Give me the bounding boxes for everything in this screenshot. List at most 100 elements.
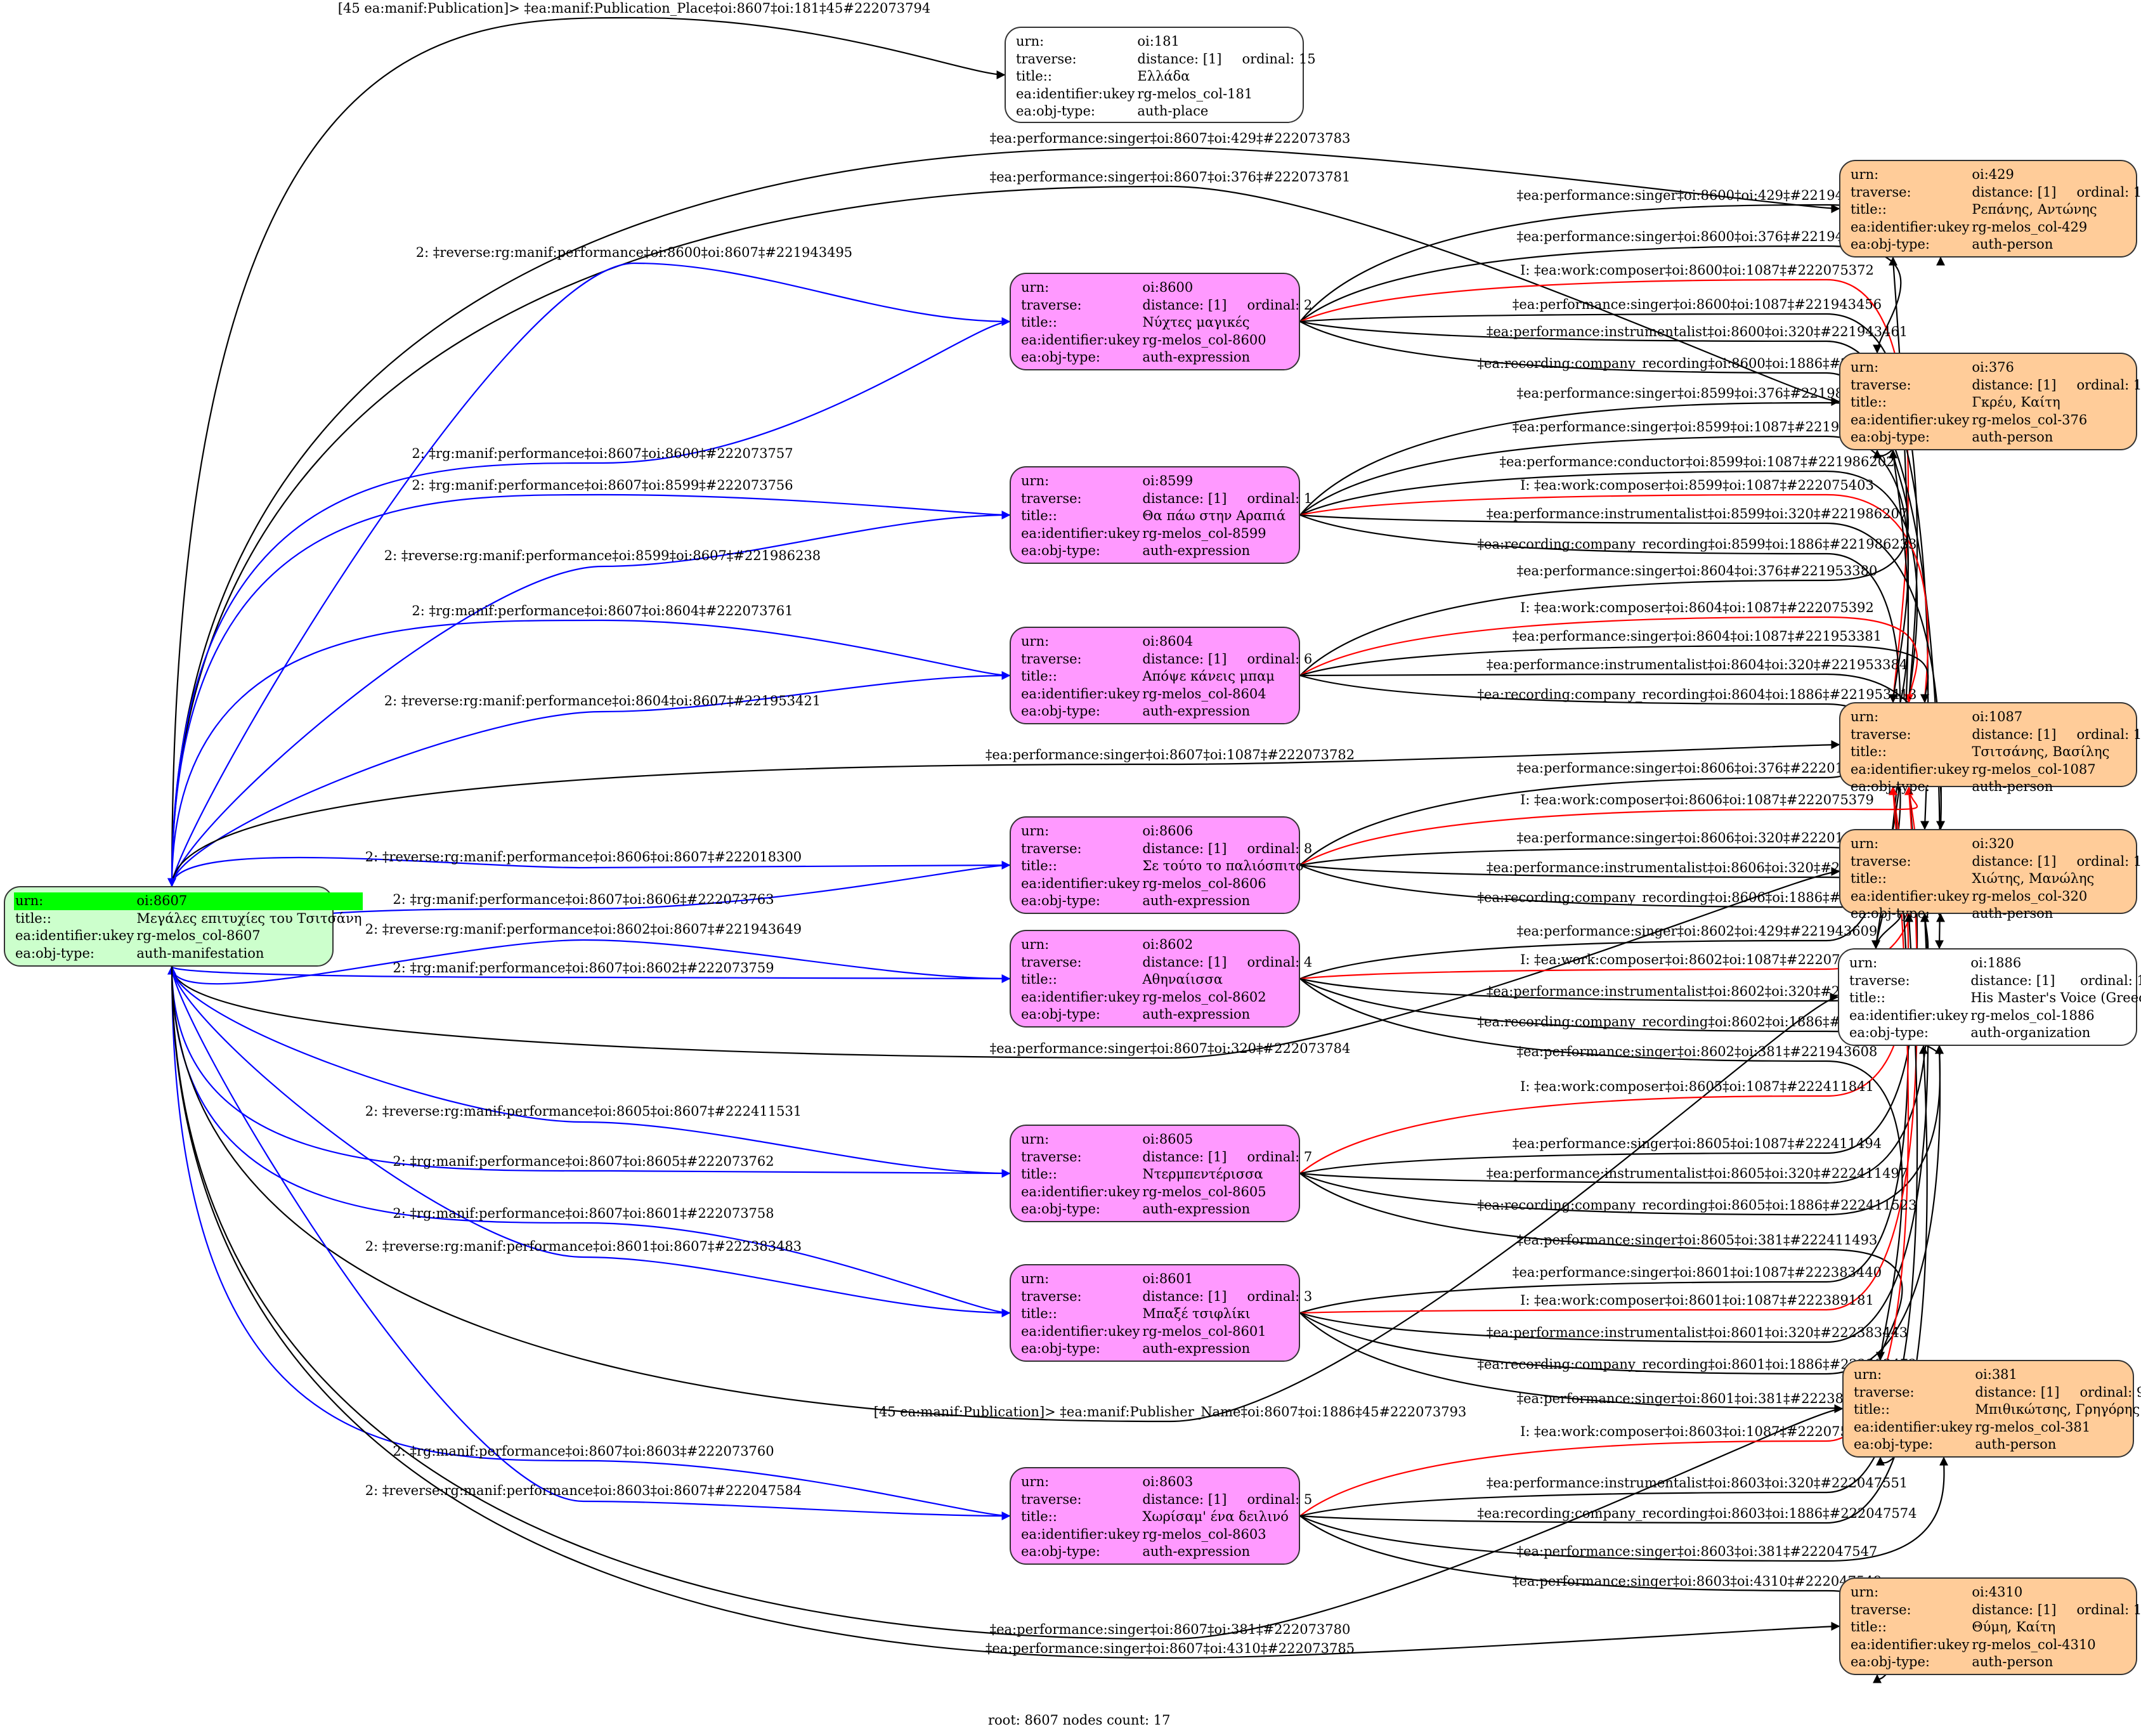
field-label-objtype: ea:obj-type: <box>1021 1007 1100 1022</box>
edge-8600-to-1087[interactable] <box>1299 313 1918 703</box>
edge-8607-to-429[interactable] <box>171 147 1840 887</box>
edge-label: ‡ea:performance:instrumentalist‡oi:8600‡… <box>1487 324 1908 339</box>
field-label-objtype: ea:obj-type: <box>1021 1341 1100 1356</box>
field-label-title: title:: <box>1021 508 1057 523</box>
field-label-urn: urn: <box>14 892 136 910</box>
edge-8607-to-320[interactable] <box>171 867 1840 1059</box>
field-label-objtype: ea:obj-type: <box>1851 906 1930 921</box>
edge-8606-to-320[interactable] <box>1299 846 1930 922</box>
edge-8600-to-1087[interactable] <box>1299 278 1910 703</box>
node-ordinal: ordinal: 4 <box>1247 954 1313 970</box>
edge-8607-to-376[interactable] <box>171 185 1840 887</box>
edge-8599-to-8607[interactable] <box>167 514 1010 887</box>
edge-label: ‡ea:performance:singer‡oi:8599‡oi:376‡#2… <box>1517 386 1878 401</box>
edge-label: ‡ea:recording:company_recording‡oi:8604‡… <box>1478 687 1917 702</box>
edge-label: 2: ‡rg:manif:performance‡oi:8607‡oi:8599… <box>412 478 793 493</box>
field-label-traverse: traverse: <box>1021 1491 1082 1507</box>
edge-label: 2: ‡reverse:rg:manif:performance‡oi:8601… <box>365 1239 802 1254</box>
root-node-8607[interactable]: urn:oi:8607 title::Μεγάλες επιτυχίες του… <box>4 886 363 967</box>
node-distance: distance: [1] <box>1972 853 2057 869</box>
edge-8599-to-1087[interactable] <box>1299 493 1930 703</box>
edge-label: ‡ea:performance:instrumentalist‡oi:8601‡… <box>1487 1325 1908 1340</box>
edge-8600-to-1886[interactable] <box>1299 321 1944 950</box>
edge-8606-to-1886[interactable] <box>1299 864 1901 950</box>
edge-8599-to-1087[interactable] <box>1299 470 1918 703</box>
node-urn: oi:8599 <box>1142 473 1194 488</box>
node-ordinal: ordinal: 13 <box>2076 853 2141 869</box>
edge-8604-to-1087[interactable] <box>1299 616 1918 703</box>
edge-label: I: ‡ea:work:composer‡oi:8601‡oi:1087‡#22… <box>1520 1293 1874 1308</box>
node-ordinal: ordinal: 2 <box>1247 297 1313 313</box>
field-label-traverse: traverse: <box>1021 651 1082 667</box>
edge-8603-to-320[interactable] <box>1299 913 1918 1517</box>
node-objtype: auth-expression <box>1142 1007 1251 1022</box>
edge-8607-to-8599[interactable] <box>171 493 1011 887</box>
field-label-traverse: traverse: <box>1849 972 1910 988</box>
node-objtype: auth-person <box>1972 906 2053 921</box>
edge-8603-to-1886[interactable] <box>1299 1045 1929 1524</box>
edge-8607-to-4310[interactable] <box>171 966 1840 1659</box>
edge-label: ‡ea:performance:singer‡oi:8600‡oi:429‡#2… <box>1517 188 1878 203</box>
edge-8599-to-1087[interactable] <box>1299 435 1910 703</box>
edge-8601-to-1886[interactable] <box>1299 1045 1944 1375</box>
edge-8603-to-8607[interactable] <box>167 965 1010 1517</box>
edge-label: ‡ea:performance:singer‡oi:8602‡oi:429‡#2… <box>1517 923 1878 939</box>
edge-8605-to-8607[interactable] <box>167 965 1010 1175</box>
edge-8607-to-8602[interactable] <box>171 965 1011 983</box>
edge-label: I: ‡ea:work:composer‡oi:8606‡oi:1087‡#22… <box>1520 792 1874 807</box>
node-ukey: rg-melos_col-8605 <box>1142 1184 1266 1199</box>
field-label-urn: urn: <box>1021 1271 1050 1286</box>
node-title: His Master's Voice (Greece) <box>1970 990 2141 1005</box>
edge-8600-to-8607[interactable] <box>167 262 1010 887</box>
edge-8604-to-8607[interactable] <box>167 674 1010 887</box>
node-ordinal: ordinal: 5 <box>1247 1491 1313 1507</box>
edge-8607-to-1087[interactable] <box>171 740 1840 887</box>
edge-8606-to-376[interactable] <box>1299 449 1910 866</box>
node-objtype: auth-person <box>1972 429 2053 445</box>
node-distance: distance: [1] <box>1142 1288 1227 1304</box>
edge-label: 2: ‡rg:manif:performance‡oi:8607‡oi:8604… <box>412 603 793 618</box>
edge-8602-to-1087[interactable] <box>1299 786 1918 980</box>
field-label-objtype: ea:obj-type: <box>1021 1544 1100 1559</box>
edge-8605-to-381[interactable] <box>1299 1173 1903 1361</box>
edge-8603-to-381[interactable] <box>1299 1456 1949 1562</box>
node-distance: distance: [1] <box>1142 651 1227 667</box>
edge-8607-to-8600[interactable] <box>171 317 1011 887</box>
edge-8605-to-1886[interactable] <box>1299 1045 1944 1216</box>
edge-8606-to-8607[interactable] <box>167 856 1010 887</box>
edge-8607-to-8605[interactable] <box>171 966 1011 1178</box>
edge-8607-to-8604[interactable] <box>171 619 1011 887</box>
edge-8607-to-8601[interactable] <box>171 966 1011 1317</box>
field-label-ukey: ea:identifier:ukey <box>1021 686 1140 702</box>
node-urn: oi:8607 <box>135 892 363 910</box>
field-label-ukey: ea:identifier:ukey <box>1851 761 1970 777</box>
edge-8604-to-1087[interactable] <box>1299 644 1930 703</box>
edge-8602-to-8607[interactable] <box>167 939 1010 985</box>
field-label-ukey: ea:identifier:ukey <box>1021 989 1140 1005</box>
edge-8607-to-8603[interactable] <box>171 966 1011 1520</box>
edge-8606-to-1087[interactable] <box>1299 786 1918 866</box>
edge-8607-to-181[interactable] <box>171 16 1006 887</box>
node-distance: distance: [1] <box>1972 377 2057 393</box>
field-label-urn: urn: <box>1021 473 1050 488</box>
field-label-ukey: ea:identifier:ukey <box>15 928 134 943</box>
edge-8601-to-8607[interactable] <box>167 965 1010 1314</box>
edge-8607-to-1886[interactable] <box>171 966 1839 1423</box>
field-label-urn: urn: <box>1021 634 1050 649</box>
